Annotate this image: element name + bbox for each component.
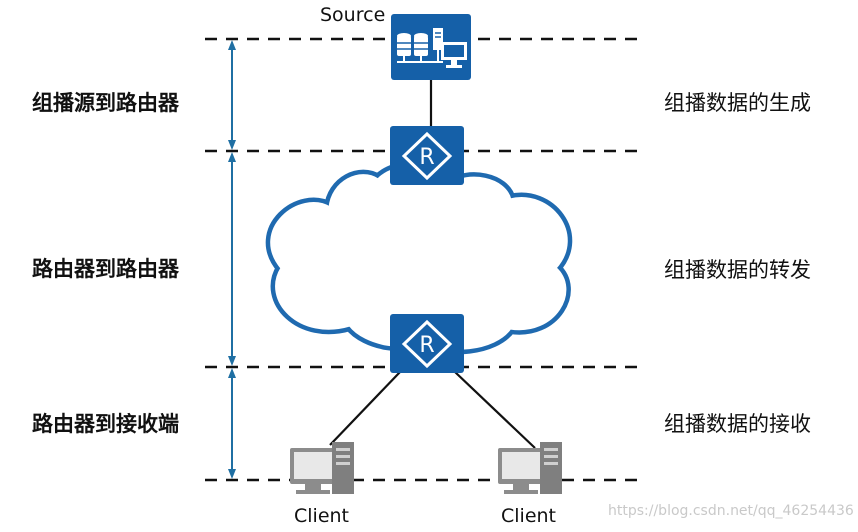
stage-1-right-label: 组播数据的生成 <box>664 91 811 115</box>
client-1-label: Client <box>294 505 350 527</box>
stage-2-left-label: 路由器到路由器 <box>32 257 179 281</box>
client-1-icon[interactable] <box>290 442 354 494</box>
router-2-letter: R <box>419 333 434 358</box>
watermark: https://blog.csdn.net/qq_46254436 <box>608 503 854 519</box>
stage-2-right-label: 组播数据的转发 <box>664 258 811 282</box>
source-server-icon[interactable] <box>391 14 471 80</box>
stage-1-left-label: 组播源到路由器 <box>32 91 179 115</box>
router-1-letter: R <box>419 145 434 170</box>
link-router2-client2 <box>454 371 536 449</box>
link-router2-client1 <box>329 371 401 446</box>
stage-3-right-label: 组播数据的接收 <box>664 412 811 436</box>
links <box>329 80 536 449</box>
router-1-icon[interactable]: R <box>390 126 464 185</box>
client-2-label: Client <box>501 505 557 527</box>
source-label: Source <box>320 4 386 26</box>
client-2-icon[interactable] <box>498 442 562 494</box>
network-cloud <box>265 160 573 355</box>
router-2-icon[interactable]: R <box>390 314 464 373</box>
stage-3-left-label: 路由器到接收端 <box>32 412 179 436</box>
